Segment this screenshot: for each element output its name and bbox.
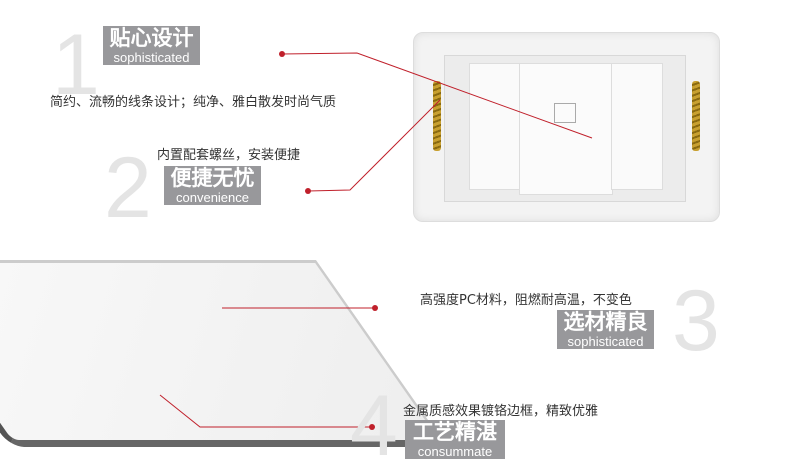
feature-4-number: 4 <box>350 378 398 474</box>
feature-3-subtitle: sophisticated <box>567 334 644 349</box>
feature-1-title: 贴心设计 <box>109 26 194 50</box>
screw-right-icon <box>692 81 700 151</box>
feature-2-tag: 便捷无忧 convenience <box>164 166 261 205</box>
feature-1-tag: 贴心设计 sophisticated <box>103 26 200 65</box>
rj45-port-icon <box>554 103 576 123</box>
feature-3-tag: 选材精良 sophisticated <box>557 310 654 349</box>
feature-3-title: 选材精良 <box>563 310 648 334</box>
feature-2-description: 内置配套螺丝，安装便捷 <box>157 148 301 163</box>
feature-2-subtitle: convenience <box>176 190 249 205</box>
feature-1-number: 1 <box>52 17 100 113</box>
feature-1-description: 简约、流畅的线条设计；纯净、雅白散发时尚气质 <box>50 95 337 110</box>
feature-4-title: 工艺精湛 <box>413 420 497 444</box>
feature-4-tag: 工艺精湛 consummate <box>405 420 505 459</box>
feature-4-description: 金属质感效果镀铬边框，精致优雅 <box>403 404 599 419</box>
feature-3-description: 高强度PC材料，阻燃耐高温，不变色 <box>420 293 632 308</box>
feature-2-title: 便捷无忧 <box>170 166 255 190</box>
feature-4-subtitle: consummate <box>417 444 493 459</box>
feature-3-number: 3 <box>672 273 720 369</box>
feature-1-subtitle: sophisticated <box>113 50 190 65</box>
feature-2-number: 2 <box>104 140 152 236</box>
screw-left-icon <box>433 81 441 151</box>
socket-plate-image <box>413 32 720 222</box>
